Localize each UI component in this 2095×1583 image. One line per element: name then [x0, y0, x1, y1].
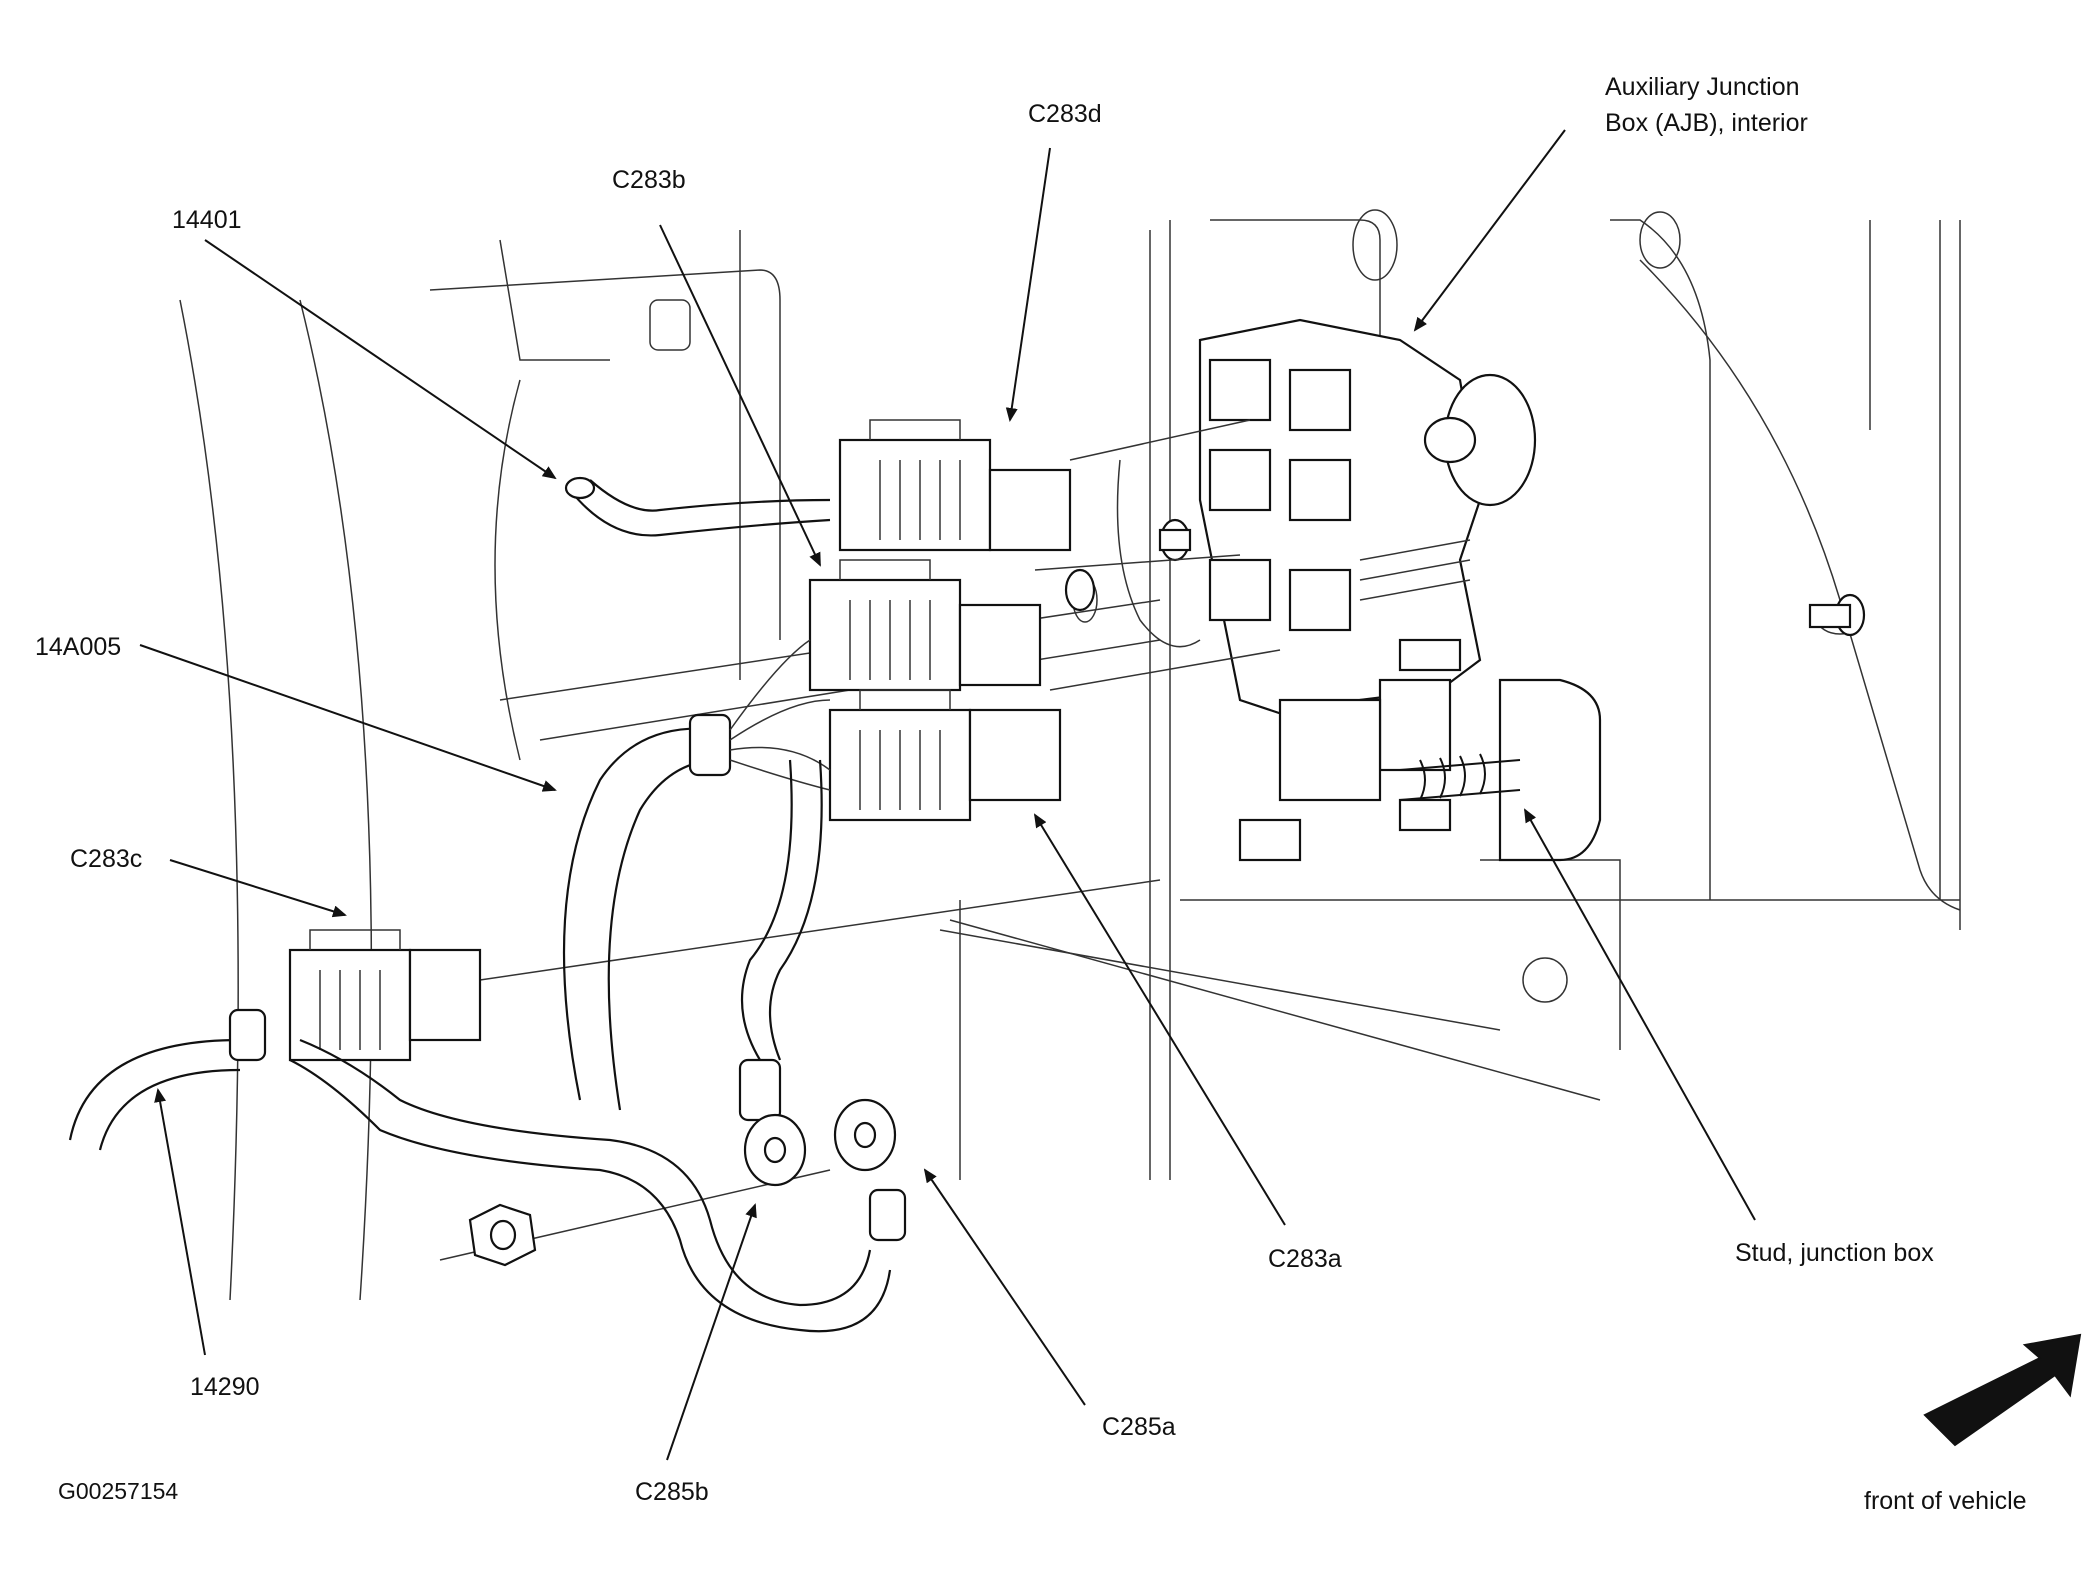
leader-c283b [659, 224, 821, 567]
label-14401: 14401 [172, 206, 242, 234]
leader-14290 [154, 1088, 206, 1356]
leader-stud [1524, 808, 1756, 1221]
label-c283a: C283a [1268, 1245, 1342, 1273]
label-stud-junction-box: Stud, junction box [1735, 1239, 1934, 1267]
ground-terminals [468, 1058, 897, 1267]
auxiliary-junction-box-part [1198, 318, 1602, 862]
wire-harnesses [68, 476, 907, 1333]
front-of-vehicle-label: front of vehicle [1864, 1487, 2027, 1515]
leader-ajb [1413, 129, 1566, 332]
label-c283c: C283c [70, 845, 143, 873]
connector-c283a [828, 689, 1062, 822]
label-14290: 14290 [190, 1373, 260, 1401]
front-of-vehicle-arrow [1923, 1333, 2082, 1447]
label-c285a: C285a [1102, 1413, 1176, 1441]
vehicle-structure [179, 209, 1961, 1301]
leader-lines [139, 129, 1756, 1461]
connector-c283b [808, 559, 1042, 692]
label-ajb-line1: Auxiliary Junction [1605, 73, 1800, 101]
leader-c283d [1005, 147, 1051, 422]
leader-14a005 [139, 644, 557, 792]
label-ajb-line2: Box (AJB), interior [1605, 109, 1808, 137]
figure-id: G00257154 [58, 1478, 179, 1504]
label-14a005: 14A005 [35, 633, 122, 661]
connector-c283d [838, 419, 1072, 552]
panel-studs [1064, 518, 1866, 637]
label-c283d: C283d [1028, 100, 1102, 128]
label-c285b: C285b [635, 1478, 709, 1506]
leader-c285a [923, 1168, 1086, 1406]
leader-c285b [666, 1203, 757, 1461]
leader-c283a [1033, 813, 1286, 1226]
leader-14401 [204, 239, 557, 480]
leader-c283c [169, 859, 347, 918]
connector-c283c [288, 929, 482, 1062]
label-c283b: C283b [612, 166, 686, 194]
